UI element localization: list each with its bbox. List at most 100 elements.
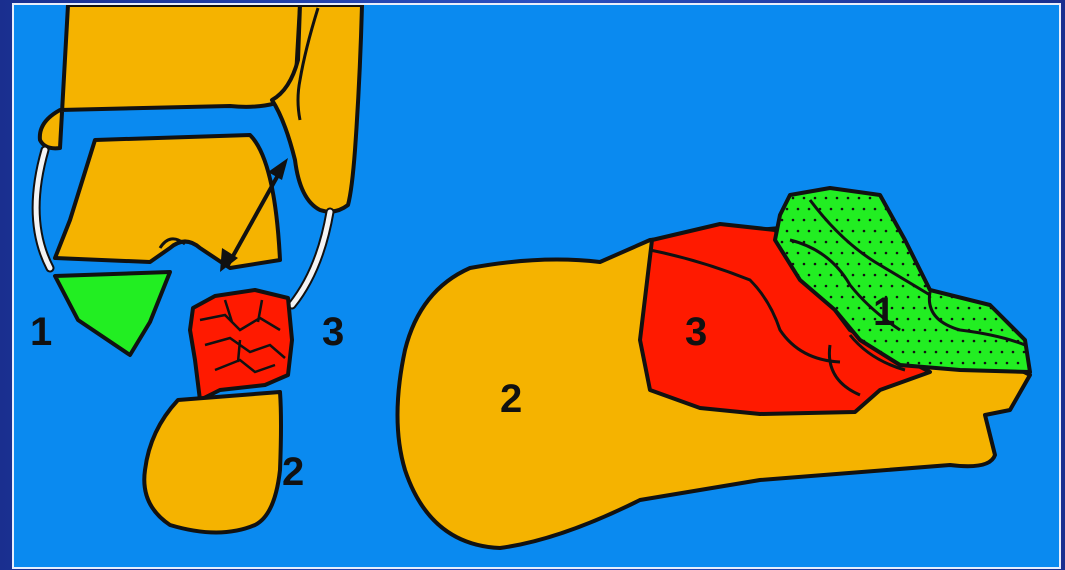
stipple-dot [918, 318, 921, 321]
stipple-dot [847, 307, 850, 310]
stipple-dot [1023, 351, 1026, 354]
stipple-dot [880, 219, 883, 222]
stipple-dot [885, 274, 888, 277]
stipple-dot [968, 307, 971, 310]
stipple-dot [880, 285, 883, 288]
stipple-dot [836, 197, 839, 200]
stipple-dot [907, 296, 910, 299]
label-right-2: 2 [500, 377, 522, 421]
stipple-dot [814, 241, 817, 244]
stipple-dot [781, 241, 784, 244]
stipple-dot [918, 296, 921, 299]
stipple-dot [858, 219, 861, 222]
stipple-dot [979, 329, 982, 332]
stipple-dot [1001, 329, 1004, 332]
stipple-dot [863, 274, 866, 277]
stipple-dot [940, 296, 943, 299]
stipple-dot [896, 362, 899, 365]
stipple-dot [874, 274, 877, 277]
stipple-dot [995, 318, 998, 321]
stipple-dot [869, 307, 872, 310]
stipple-dot [786, 208, 789, 211]
stipple-dot [951, 340, 954, 343]
stipple-dot [830, 230, 833, 233]
stipple-dot [984, 362, 987, 365]
stipple-dot [808, 230, 811, 233]
stipple-dot [803, 219, 806, 222]
stipple-dot [973, 362, 976, 365]
stipple-dot [863, 296, 866, 299]
stipple-dot [951, 362, 954, 365]
stipple-dot [786, 252, 789, 255]
stipple-dot [896, 230, 899, 233]
stipple-dot [957, 307, 960, 310]
stipple-dot [830, 208, 833, 211]
stipple-dot [797, 252, 800, 255]
stipple-dot [885, 230, 888, 233]
talus-bone [55, 135, 280, 268]
stipple-dot [990, 307, 993, 310]
stipple-dot [852, 318, 855, 321]
stipple-dot [907, 318, 910, 321]
stipple-dot [808, 208, 811, 211]
stipple-dot [880, 197, 883, 200]
stipple-dot [918, 340, 921, 343]
stipple-dot [841, 252, 844, 255]
stipple-dot [929, 296, 932, 299]
lateral-ligament [292, 212, 330, 305]
stipple-dot [858, 307, 861, 310]
stipple-dot [830, 296, 833, 299]
stipple-dot [836, 219, 839, 222]
stipple-dot [792, 241, 795, 244]
stipple-dot [902, 307, 905, 310]
stipple-dot [907, 340, 910, 343]
stipple-dot [902, 263, 905, 266]
stipple-dot [907, 362, 910, 365]
stipple-dot [836, 285, 839, 288]
stipple-dot [1012, 351, 1015, 354]
stipple-dot [918, 362, 921, 365]
stipple-dot [841, 274, 844, 277]
stipple-dot [808, 274, 811, 277]
stipple-dot [836, 307, 839, 310]
stipple-dot [924, 307, 927, 310]
stipple-dot [847, 241, 850, 244]
stipple-dot [869, 285, 872, 288]
stipple-dot [896, 274, 899, 277]
stipple-dot [874, 208, 877, 211]
stipple-dot [852, 252, 855, 255]
stipple-dot [1006, 362, 1009, 365]
stipple-dot [880, 263, 883, 266]
stipple-dot [797, 208, 800, 211]
label-left-1: 1 [30, 310, 52, 354]
stipple-dot [979, 351, 982, 354]
stipple-dot [902, 241, 905, 244]
label-left-2: 2 [282, 450, 304, 494]
stipple-dot [885, 208, 888, 211]
stipple-dot [880, 351, 883, 354]
stipple-dot [858, 285, 861, 288]
stipple-dot [858, 263, 861, 266]
diagram-panel: 1 3 2 3 2 1 [14, 5, 1059, 567]
stipple-dot [957, 351, 960, 354]
stipple-dot [814, 285, 817, 288]
stipple-dot [797, 230, 800, 233]
stipple-dot [869, 241, 872, 244]
stipple-dot [869, 219, 872, 222]
stipple-dot [924, 329, 927, 332]
stipple-dot [929, 362, 932, 365]
stipple-dot [858, 241, 861, 244]
stipple-dot [968, 329, 971, 332]
stipple-dot [940, 318, 943, 321]
stipple-dot [863, 340, 866, 343]
fragment-1-left [55, 272, 170, 355]
stipple-dot [852, 208, 855, 211]
stipple-dot [973, 318, 976, 321]
stipple-dot [819, 252, 822, 255]
stipple-dot [869, 329, 872, 332]
stipple-dot [902, 285, 905, 288]
stipple-dot [874, 252, 877, 255]
stipple-dot [907, 274, 910, 277]
stipple-dot [913, 285, 916, 288]
stipple-dot [935, 329, 938, 332]
